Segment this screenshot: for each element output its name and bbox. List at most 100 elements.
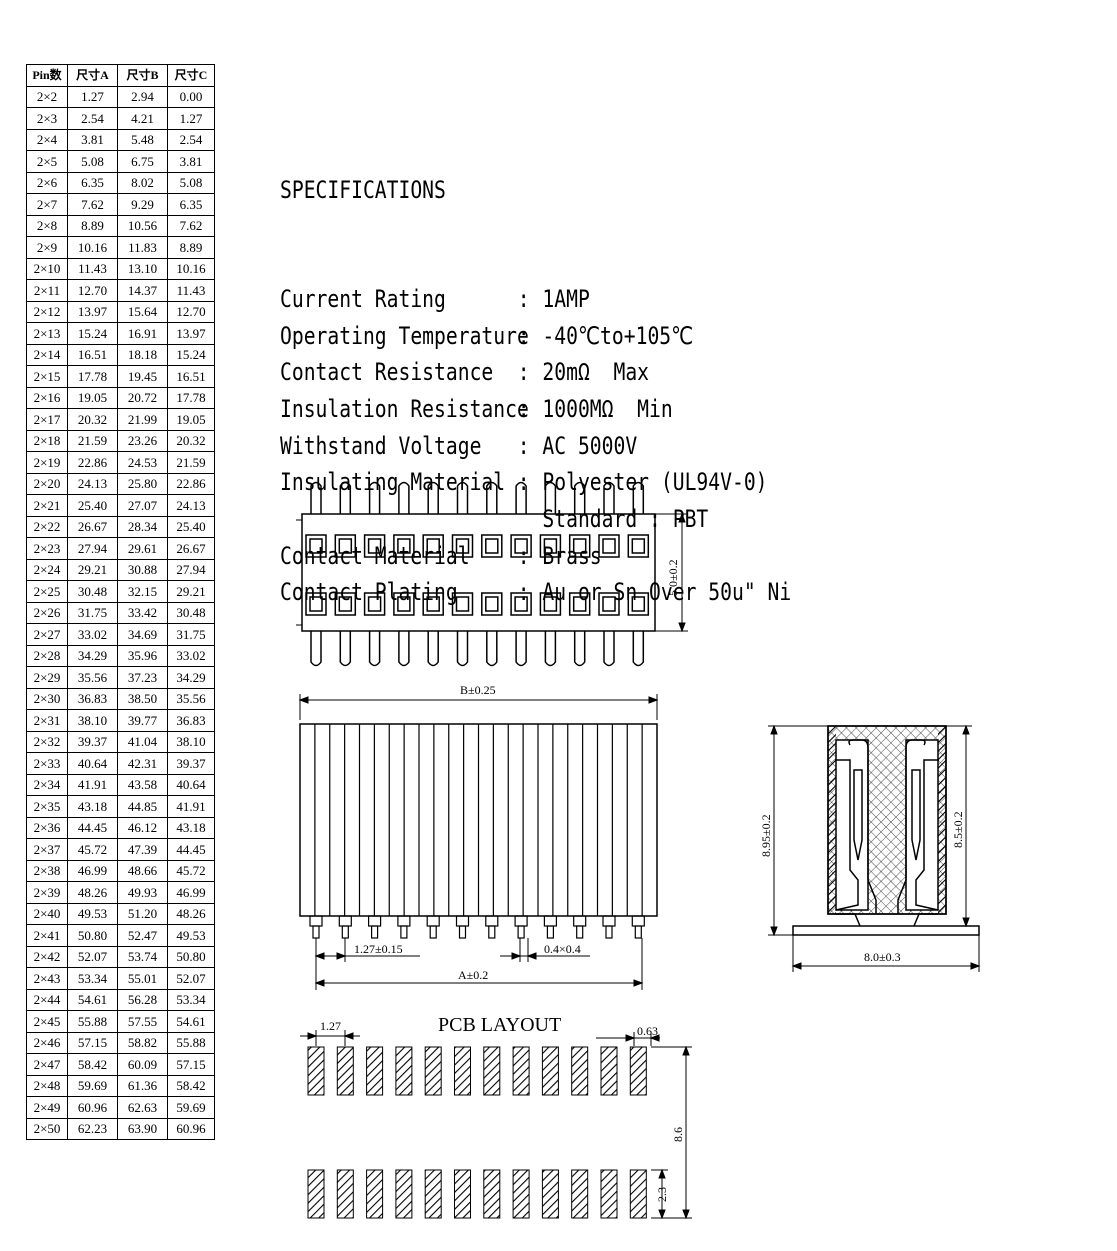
table-cell: 2×50: [26, 1117, 68, 1140]
spec-row: Withstand Voltage:AC 5000V: [280, 428, 791, 465]
top-pin: [603, 481, 615, 514]
spec-row: Current Rating:1AMP: [280, 281, 791, 318]
table-cell: 29.21: [167, 580, 215, 603]
table-cell: 27.94: [67, 537, 118, 560]
bottom-pin: [456, 631, 469, 667]
table-cell: 54.61: [167, 1010, 215, 1033]
pcb-pad: [571, 1169, 589, 1219]
top-pin: [368, 481, 381, 514]
table-cell: 9.29: [117, 193, 168, 216]
spec-label: Contact Material: [280, 541, 470, 570]
spec-label: Contact Resistance: [280, 358, 494, 387]
contact-cavity: [510, 592, 532, 616]
table-cell: 19.05: [67, 386, 118, 409]
table-cell: 21.99: [117, 408, 168, 431]
table-cell: 2×9: [26, 236, 68, 259]
bottom-pin: [368, 631, 381, 667]
top-body-notch: [296, 519, 302, 626]
specifications-title: SPECIFICATIONS: [280, 176, 446, 205]
spec-colon: :: [517, 468, 530, 497]
table-cell: 26.67: [67, 515, 118, 538]
table-cell: 11.83: [117, 236, 168, 259]
pcb-pad: [454, 1169, 471, 1219]
contact-cavity: [363, 592, 386, 616]
table-cell: 2×27: [26, 623, 68, 646]
contact-cavity: [451, 592, 474, 616]
contact-cavity: [305, 592, 327, 616]
pcb-pad: [366, 1046, 384, 1096]
front-standoff: [426, 915, 440, 927]
top-pin: [339, 481, 352, 514]
table-cell: 52.47: [117, 924, 168, 947]
table-cell: 28.34: [117, 515, 168, 538]
table-cell: 33.02: [167, 644, 215, 667]
pcb-pad: [512, 1169, 530, 1219]
table-cell: 34.69: [117, 623, 168, 646]
pcb-pads: [307, 1046, 647, 1219]
spec-value: 20mΩ Max: [542, 358, 650, 387]
table-cell: 22.86: [67, 451, 118, 474]
contact-cavity-inner: [455, 596, 470, 612]
table-cell: 2.94: [117, 85, 168, 108]
front-standoff: [368, 915, 382, 927]
table-cell: 13.97: [167, 322, 215, 345]
table-cell: 30.48: [167, 601, 215, 624]
pcb-pad: [571, 1046, 589, 1096]
pcb-layout-title: PCB LAYOUT: [438, 1014, 561, 1036]
table-cell: 59.69: [167, 1096, 215, 1119]
top-pin: [632, 481, 645, 514]
top-height-dimension: [655, 512, 688, 633]
table-cell: 63.90: [117, 1117, 168, 1140]
front-standoff: [602, 915, 616, 927]
front-view-drawing: [299, 723, 658, 939]
front-pin: [546, 925, 555, 939]
contact-cavity-inner: [309, 538, 323, 554]
pcb-pad-length-label: 2.3: [655, 1187, 669, 1202]
table-cell: 19.45: [117, 365, 168, 388]
top-view-drawing: [296, 481, 656, 667]
contact-cavity-inner: [338, 538, 353, 554]
pcb-pad: [600, 1046, 618, 1096]
pcb-pad: [395, 1169, 413, 1219]
table-cell: 2×25: [26, 580, 68, 603]
table-cell: 2×40: [26, 902, 68, 925]
table-cell: 24.13: [67, 472, 118, 495]
dim-b-label: B±0.25: [460, 683, 496, 697]
table-cell: 0.00: [167, 85, 215, 108]
table-cell: 2×21: [26, 494, 68, 517]
bottom-pin: [486, 631, 498, 667]
bottom-pin: [427, 631, 439, 667]
spec-label: Operating Temperature: [280, 321, 529, 350]
side-total-height-label: 8.95±0.2: [759, 814, 773, 857]
bottom-pin: [515, 631, 527, 667]
front-pin: [312, 925, 320, 939]
pcb-pad: [424, 1046, 442, 1096]
top-pin: [573, 481, 586, 514]
dim-height-top-label: 5.0±0.2: [666, 559, 680, 596]
spec-row: Operating Temperature:-40℃to+105℃: [280, 318, 791, 355]
front-standoff: [543, 915, 558, 927]
table-cell: 2×45: [26, 1010, 68, 1033]
table-cell: 17.78: [67, 365, 118, 388]
contact-cavity-inner: [602, 538, 616, 554]
spec-value: 1AMP: [542, 284, 590, 313]
front-standoff: [455, 915, 470, 927]
